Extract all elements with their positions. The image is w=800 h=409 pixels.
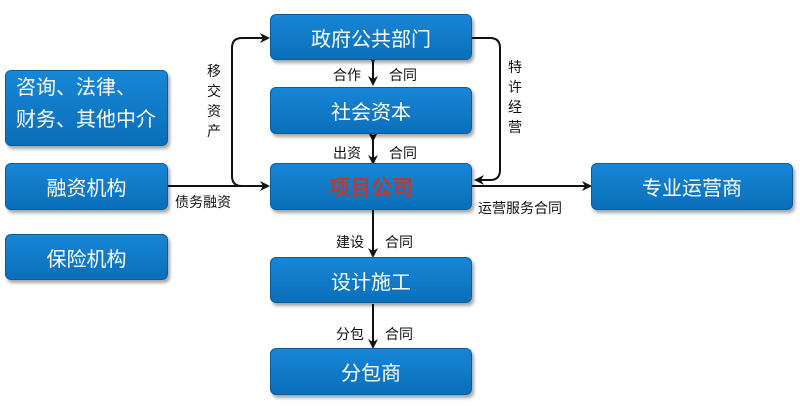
- contract-label-2: 合同: [389, 146, 417, 162]
- consulting-label-line2: 财务、其他中介: [16, 107, 156, 131]
- design-construction-box[interactable]: 设计施工: [270, 257, 472, 303]
- government-box[interactable]: 政府公共部门: [270, 14, 472, 60]
- subcontractor-label: 分包商: [341, 361, 401, 385]
- arrow-franchise: [472, 37, 501, 185]
- consulting-label-line1: 咨询、法律、: [16, 75, 136, 99]
- cooperation-label: 合作: [333, 68, 361, 84]
- construction-label: 建设: [336, 235, 364, 251]
- contract-label-1: 合同: [389, 68, 417, 84]
- subcontract-label: 分包: [336, 327, 364, 343]
- capital-contribution-label: 出资: [333, 146, 361, 162]
- project-company-box[interactable]: 项目公司: [270, 163, 472, 210]
- project-company-label: 项目公司: [329, 175, 413, 200]
- insurance-box[interactable]: 保险机构: [5, 234, 168, 280]
- financing-box[interactable]: 融资机构: [5, 163, 168, 210]
- arrow-transfer-assets: [231, 33, 270, 187]
- operator-label: 专业运营商: [642, 176, 742, 200]
- operator-box[interactable]: 专业运营商: [591, 163, 793, 210]
- financing-label: 融资机构: [46, 176, 127, 200]
- government-label: 政府公共部门: [311, 26, 431, 51]
- debt-financing-label: 债务融资: [175, 195, 231, 211]
- consulting-box[interactable]: 咨询、法律、 财务、其他中介: [5, 70, 168, 146]
- operation-contract-label: 运营服务合同: [478, 201, 562, 217]
- social-capital-label: 社会资本: [331, 100, 411, 124]
- insurance-label: 保险机构: [46, 246, 127, 271]
- subcontractor-box[interactable]: 分包商: [270, 348, 472, 395]
- franchise-label: 特许经营: [508, 60, 522, 136]
- design-construction-label: 设计施工: [331, 269, 411, 294]
- transfer-assets-label: 移交资产: [207, 64, 221, 140]
- contract-label-4: 合同: [385, 327, 413, 343]
- social-capital-box[interactable]: 社会资本: [270, 87, 472, 134]
- contract-label-3: 合同: [385, 235, 413, 251]
